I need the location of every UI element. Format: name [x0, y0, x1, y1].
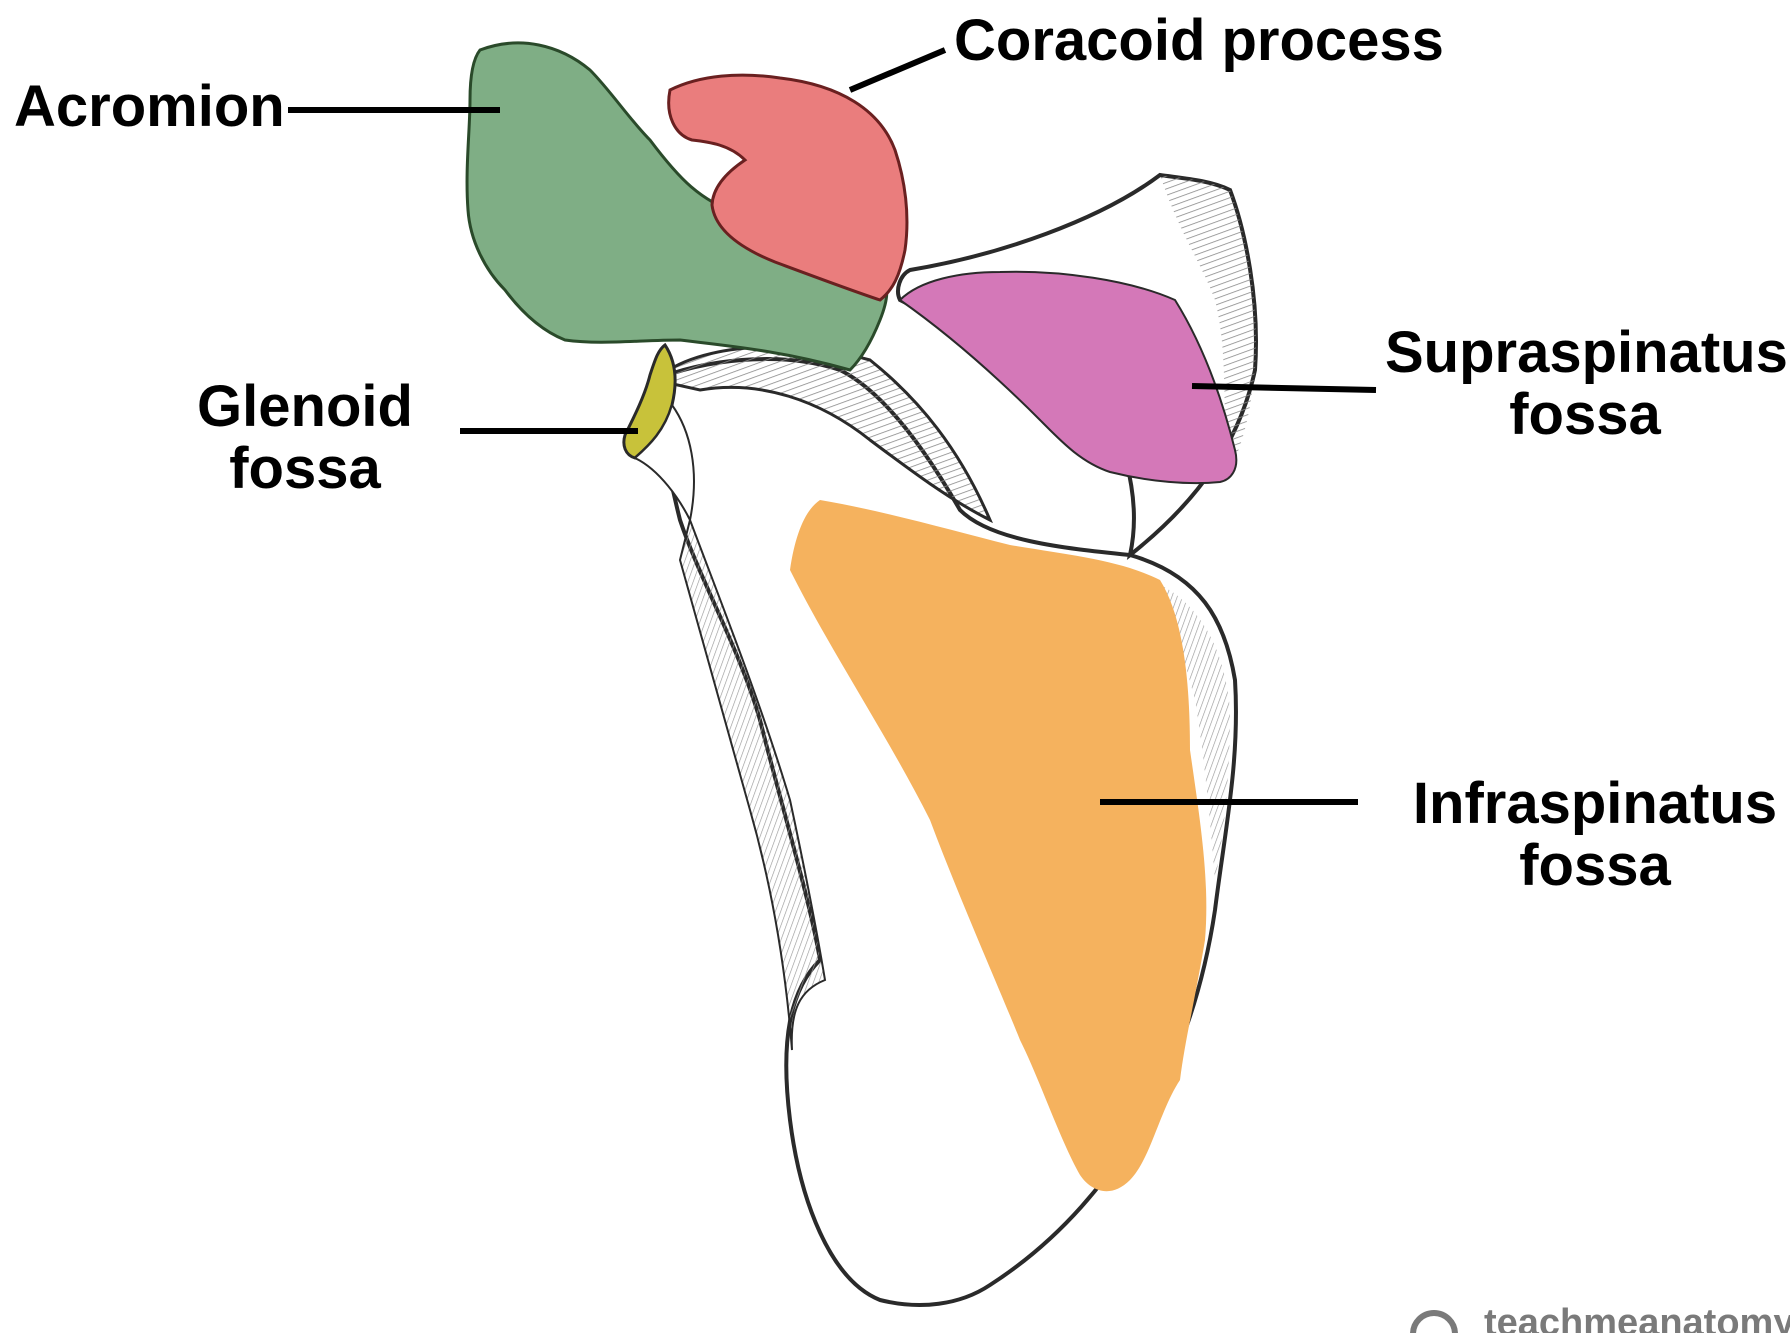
supraspinatus-leader-line — [1192, 386, 1376, 390]
supra-label-line2: fossa — [1385, 384, 1785, 446]
glenoid-label-line1: Glenoid — [190, 376, 420, 438]
watermark-text: teachmeanatomy — [1484, 1306, 1790, 1333]
supra-label-line1: Supraspinatus — [1385, 322, 1785, 384]
infra-label-line2: fossa — [1405, 835, 1785, 897]
glenoid-fossa-label: Glenoid fossa — [190, 376, 420, 500]
glenoid-label-line2: fossa — [190, 438, 420, 500]
watermark-logo-icon — [1410, 1310, 1458, 1333]
coracoid-process-label: Coracoid process — [954, 10, 1444, 72]
watermark: teachmeanatomy — [1410, 1306, 1790, 1333]
infraspinatus-fossa-label: Infraspinatus fossa — [1405, 773, 1785, 897]
supraspinatus-fossa-label: Supraspinatus fossa — [1385, 322, 1785, 446]
coracoid-leader-line — [850, 50, 945, 90]
infra-label-line1: Infraspinatus — [1405, 773, 1785, 835]
acromion-label: Acromion — [14, 76, 285, 138]
